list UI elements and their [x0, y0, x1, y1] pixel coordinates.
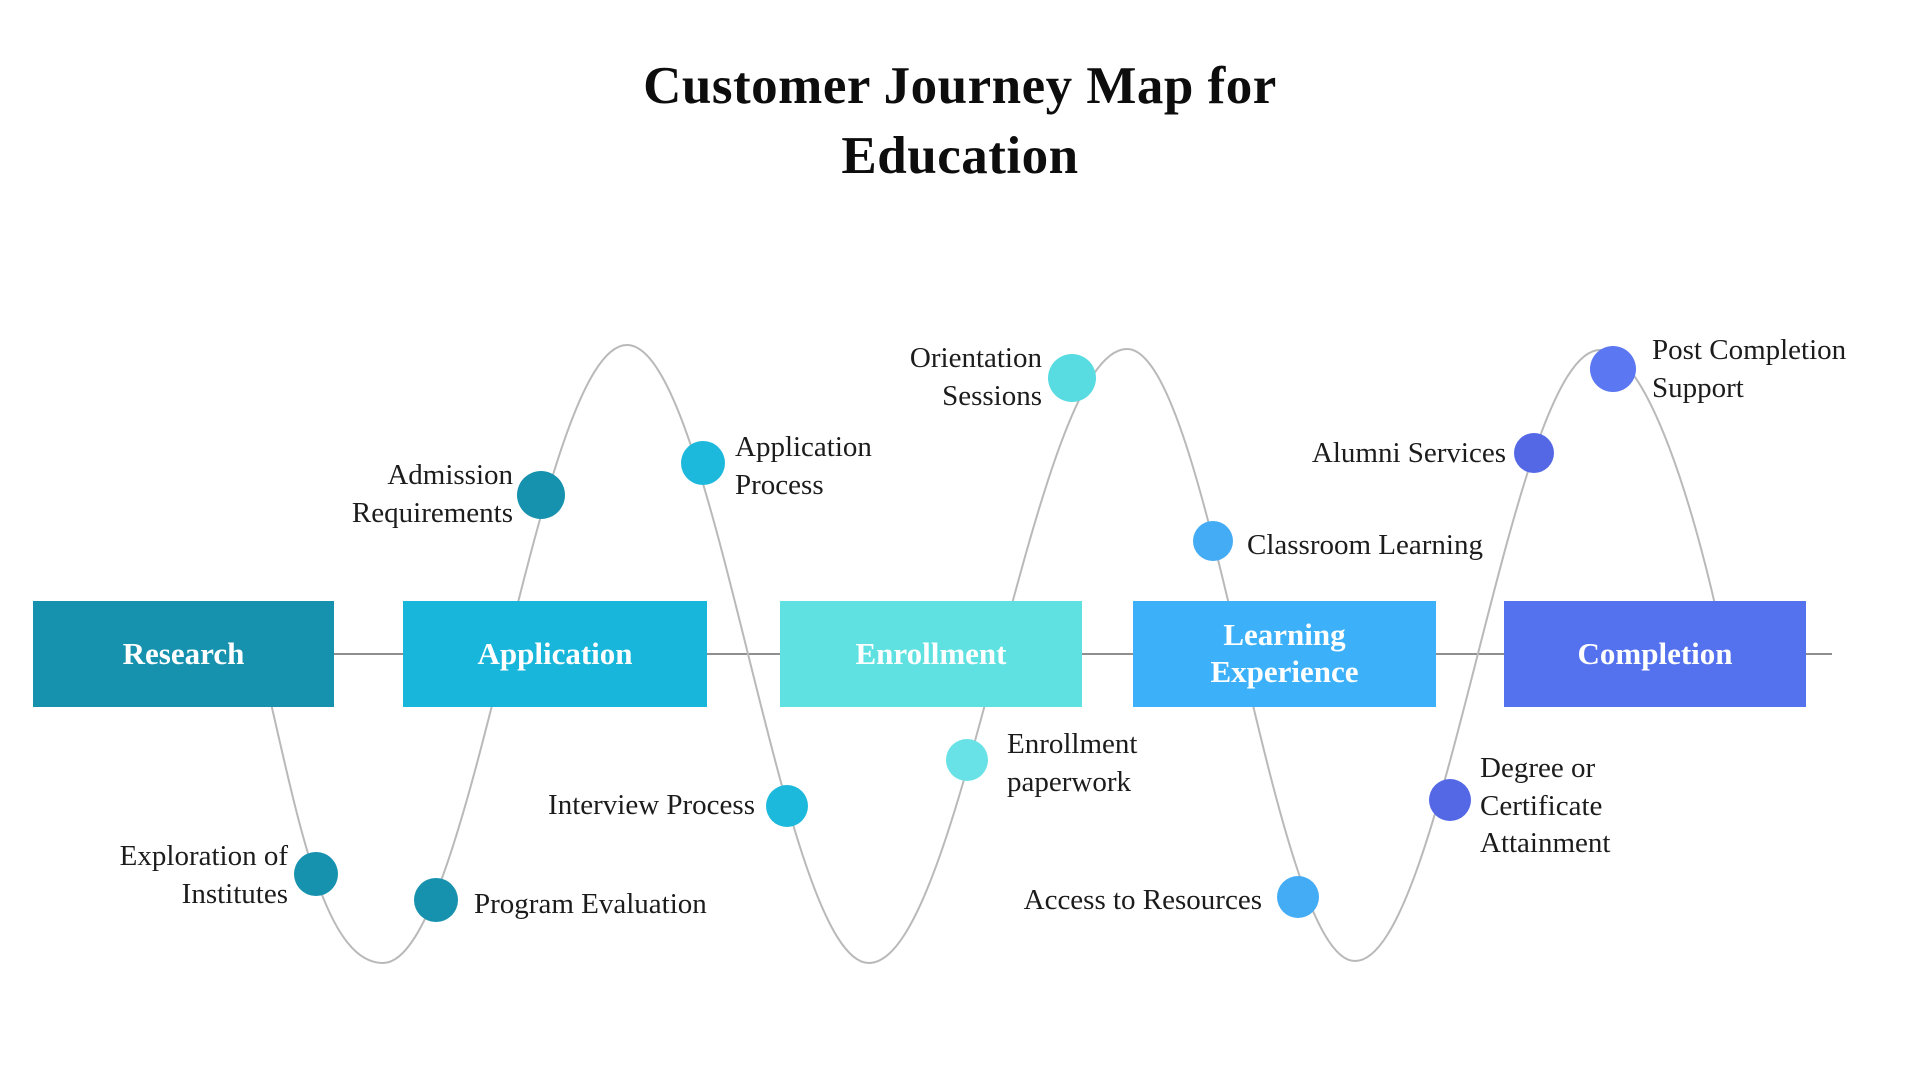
dot-enrollment-paperwork — [946, 739, 988, 781]
stage-box-research: Research — [33, 601, 334, 707]
label-program-evaluation: Program Evaluation — [474, 888, 707, 920]
dot-exploration-of-institutes — [294, 852, 338, 896]
label-degree-or-certificate-attainment: Degree or Certificate Attainment — [1480, 752, 1611, 860]
stage-label-completion: Completion — [1577, 635, 1733, 671]
stage-label-learning-experience: Learning Experience — [1210, 617, 1359, 689]
stage-label-research: Research — [122, 635, 245, 671]
dot-interview-process — [766, 785, 808, 827]
page-title-line2: Education — [841, 126, 1079, 185]
dot-degree-or-certificate-attainment — [1429, 779, 1471, 821]
label-interview-process: Interview Process — [548, 789, 755, 821]
stage-box-learning-experience: Learning Experience — [1133, 601, 1436, 707]
label-post-completion-support: Post Completion Support — [1652, 334, 1847, 404]
label-enrollment-paperwork: Enrollment paperwork — [1007, 728, 1138, 798]
dot-alumni-services — [1514, 433, 1554, 473]
dot-program-evaluation — [414, 878, 458, 922]
label-application-process: Application Process — [735, 431, 872, 501]
stage-label-application: Application — [477, 635, 633, 671]
label-alumni-services: Alumni Services — [1311, 437, 1506, 469]
stage-box-application: Application — [403, 601, 707, 707]
page-title-line1: Customer Journey Map for — [643, 57, 1277, 115]
dot-application-process — [681, 441, 725, 485]
dot-classroom-learning — [1193, 521, 1233, 561]
label-classroom-learning: Classroom Learning — [1247, 529, 1483, 561]
stage-box-completion: Completion — [1504, 601, 1806, 707]
dot-access-to-resources — [1277, 876, 1319, 918]
label-access-to-resources: Access to Resources — [1023, 884, 1262, 916]
label-orientation-sessions: Orientation Sessions — [909, 342, 1042, 412]
stage-label-enrollment: Enrollment — [855, 635, 1007, 671]
label-exploration-of-institutes: Exploration of Institutes — [119, 840, 288, 910]
dot-admission-requirements — [517, 471, 565, 519]
dot-orientation-sessions — [1048, 354, 1096, 402]
stage-box-enrollment: Enrollment — [780, 601, 1082, 707]
dot-post-completion-support — [1590, 346, 1636, 392]
page-title: Customer Journey Map for Education — [0, 52, 1920, 192]
label-admission-requirements: Admission Requirements — [351, 459, 513, 529]
